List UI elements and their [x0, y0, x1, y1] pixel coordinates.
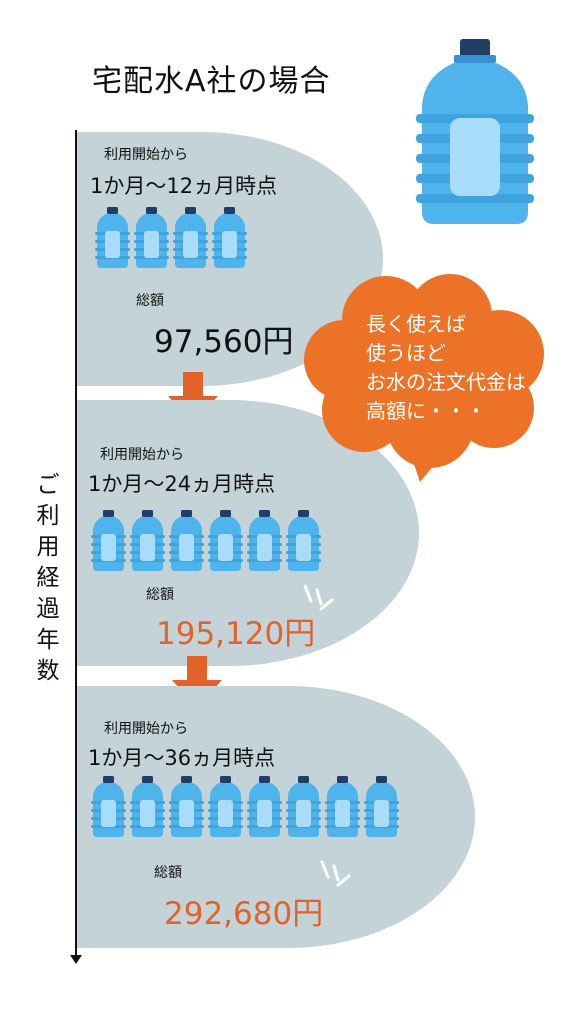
page-title: 宅配水A社の場合 [92, 64, 331, 99]
total-amount: 292,680円 [164, 896, 324, 932]
total-amount: 97,560円 [154, 324, 294, 360]
water-bottle-icon [169, 510, 204, 571]
water-bottle-icon [247, 776, 282, 837]
bottle-row [91, 775, 399, 838]
period-label: 1か月〜36ヵ月時点 [88, 746, 276, 770]
water-bottle-icon [286, 776, 321, 837]
water-bottle-icon [208, 510, 243, 571]
water-bottle-icon [91, 510, 126, 571]
bottle-row [95, 206, 247, 269]
water-bottle-icon [169, 776, 204, 837]
water-bottle-icon [130, 510, 165, 571]
emphasis-rays-icon [303, 584, 334, 611]
total-label: 総額 [136, 293, 164, 309]
water-bottle-icon [416, 39, 534, 224]
period-label: 1か月〜24ヵ月時点 [88, 472, 276, 496]
water-bottle-icon [247, 510, 282, 571]
water-bottle-icon [134, 207, 169, 268]
bottle-row [91, 509, 321, 572]
bubble-text: 長く使えば 使うほど お水の注文代金は 高額に・・・ [366, 312, 526, 423]
period-label: 1か月〜12ヵ月時点 [90, 174, 278, 198]
since-start-label: 利用開始から [104, 147, 188, 163]
water-bottle-icon [208, 776, 243, 837]
emphasis-rays-icon [320, 860, 351, 887]
water-bottle-icon [212, 207, 247, 268]
axis-label: ご 利 用 経 過 年 数 [36, 472, 60, 684]
water-bottle-icon [91, 776, 126, 837]
speech-bubble [304, 274, 544, 482]
water-bottle-icon [364, 776, 399, 837]
timeline-axis [75, 130, 77, 962]
total-label: 総額 [146, 587, 174, 603]
total-amount: 195,120円 [156, 616, 316, 652]
water-bottle-icon [325, 776, 360, 837]
axis-arrow-icon [70, 955, 82, 964]
water-bottle-icon [130, 776, 165, 837]
water-bottle-icon [173, 207, 208, 268]
water-bottle-icon [286, 510, 321, 571]
since-start-label: 利用開始から [100, 447, 184, 463]
water-bottle-icon [95, 207, 130, 268]
since-start-label: 利用開始から [104, 721, 188, 737]
total-label: 総額 [154, 865, 182, 881]
